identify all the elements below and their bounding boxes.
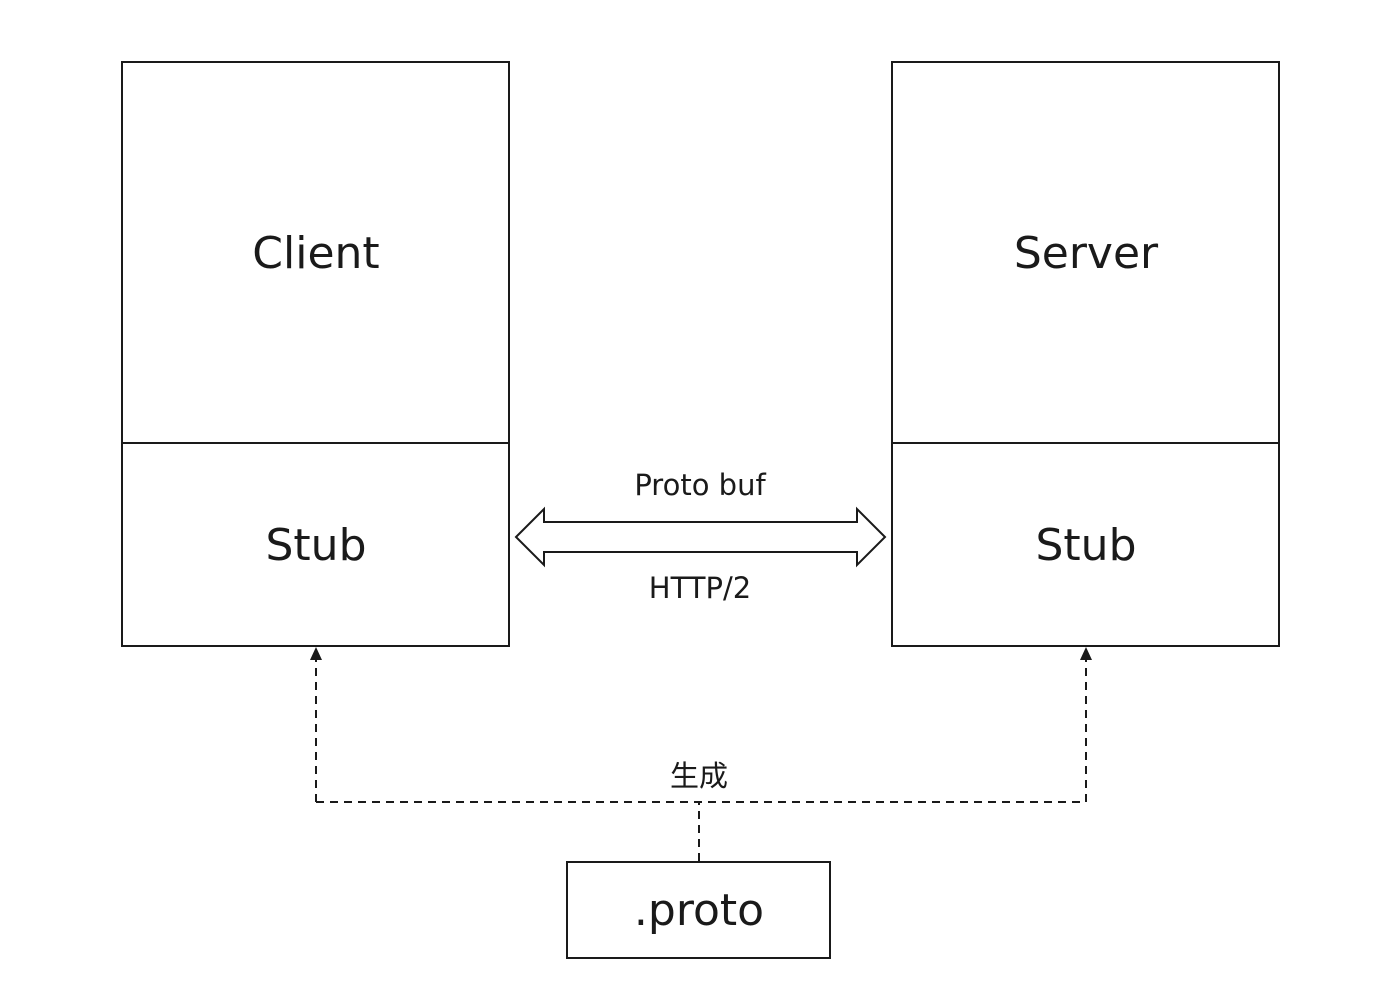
server-stub-arrowhead [1080,647,1092,660]
proto-file-label: .proto [634,885,764,936]
client-title: Client [252,228,379,279]
protocol-top-label: Proto buf [634,468,766,502]
client-stub-arrowhead [310,647,322,660]
server-box: Server Stub [891,61,1280,647]
proto-file-box: .proto [566,861,831,959]
server-stub-label: Stub [1036,520,1137,571]
protocol-bottom-label: HTTP/2 [649,571,751,605]
generation-connectors: 生成 [310,647,1092,861]
bidirectional-arrow: Proto buf HTTP/2 [514,468,887,605]
server-outer-rect [891,61,1280,647]
client-stub-label: Stub [266,520,367,571]
generation-label: 生成 [670,759,728,793]
client-outer-rect [121,61,510,647]
client-box: Client Stub [121,61,510,647]
server-title: Server [1014,228,1159,279]
double-arrow-shape [514,506,887,568]
proto-file-rect [566,861,831,959]
